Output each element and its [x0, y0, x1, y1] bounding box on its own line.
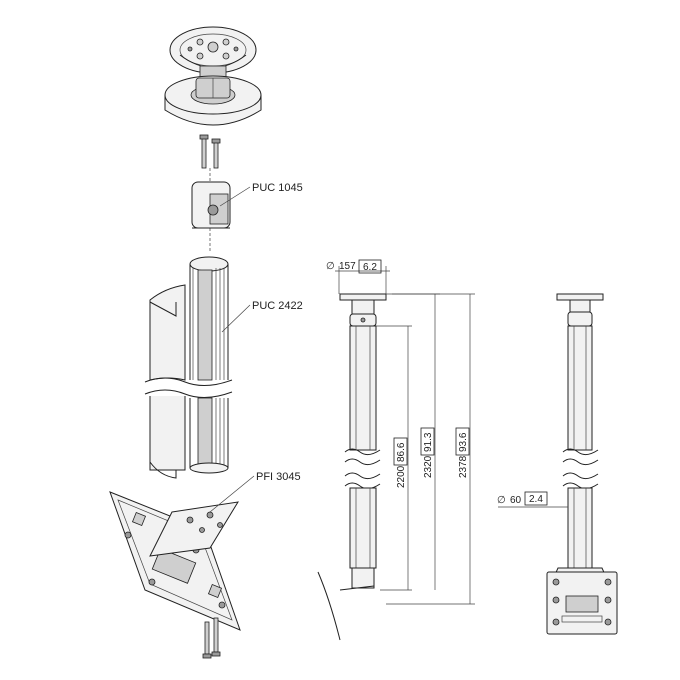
leader-line — [221, 304, 251, 333]
height-3-mm: 2378 — [458, 455, 469, 478]
exploded-view: PUC 1045 PUC 2422 PFI 3045 — [109, 26, 303, 659]
top-bolts — [199, 134, 221, 169]
height-1-in: 86.6 — [396, 442, 407, 462]
front-elevation: ∅ 157 6.2 2200 — [317, 259, 475, 641]
pole-upper — [144, 256, 233, 386]
height-1-mm: 2200 — [396, 465, 407, 488]
diameter-symbol: ∅ — [326, 261, 335, 272]
pole-lower — [144, 389, 233, 479]
leader-line — [219, 186, 251, 207]
label-pole: PUC 2422 — [252, 300, 303, 312]
diameter-symbol: ∅ — [497, 495, 506, 506]
height-3-in: 93.6 — [458, 432, 469, 452]
ceiling-cover-ring — [164, 75, 262, 126]
label-ceiling-plate: PUC 1045 — [252, 182, 303, 194]
ceiling-bracket — [191, 181, 231, 229]
height-2-mm: 2320 — [423, 455, 434, 478]
tilt-interface-plate — [109, 491, 241, 631]
plate-diameter-mm: 157 — [339, 261, 356, 272]
plate-diameter-in: 6.2 — [363, 262, 377, 273]
height-2-in: 91.3 — [423, 432, 434, 452]
leader-line — [209, 475, 255, 513]
bottom-bolts — [202, 617, 221, 659]
ceiling-plate-disc — [169, 26, 257, 81]
pole-diameter-mm: 60 — [510, 495, 522, 506]
pole-diameter-in: 2.4 — [529, 494, 543, 505]
side-elevation: ∅ 60 2.4 — [497, 293, 618, 635]
label-interface: PFI 3045 — [256, 471, 301, 483]
